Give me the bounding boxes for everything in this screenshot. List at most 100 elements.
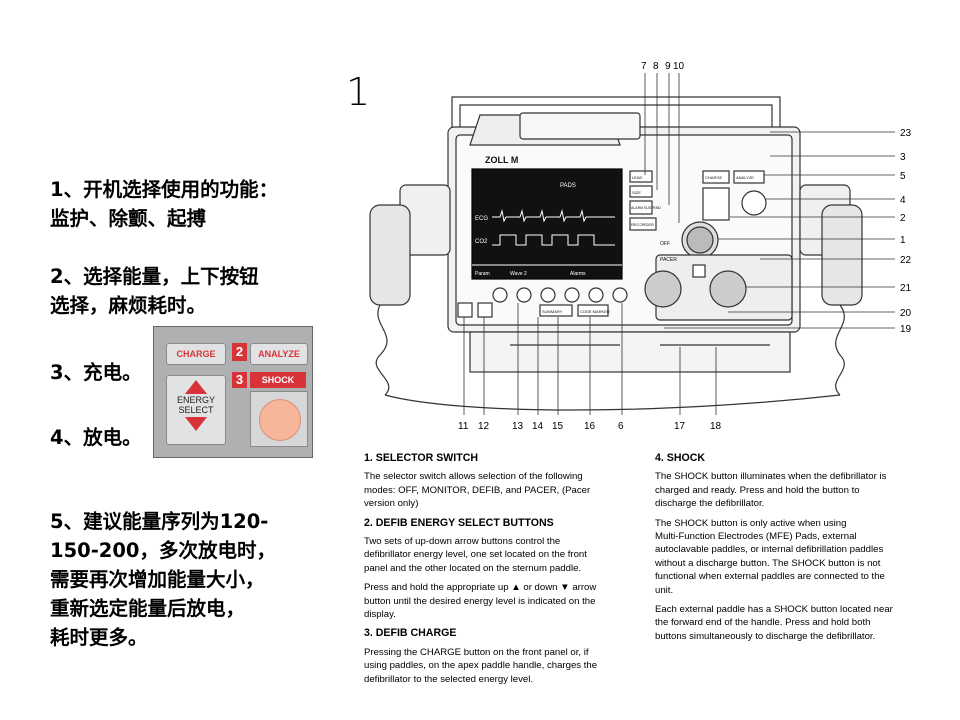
s4-line-3: discharge the defibrillator.	[655, 498, 765, 510]
energy-select-label-2: SELECT	[178, 405, 214, 415]
screen-wave-label: Wave 2	[510, 271, 527, 277]
note-2-line-1: 2、选择能量，上下按钮	[50, 265, 259, 288]
btn-charge: CHARGE	[705, 175, 722, 180]
s3-line-3: defibrillator to the selected energy lev…	[364, 673, 534, 685]
s4c-line-1: Each external paddle has a SHOCK button …	[655, 604, 893, 616]
callout-8: 8	[653, 61, 659, 72]
section-1-title: 1. SELECTOR SWITCH	[364, 452, 478, 464]
s2-line-1: Two sets of up-down arrow buttons contro…	[364, 536, 561, 548]
charge-button[interactable]: CHARGE	[166, 343, 226, 365]
callout-10: 10	[673, 61, 685, 72]
s4b-line-4: without a discharge button. The SHOCK bu…	[655, 557, 881, 569]
note-5-line-1: 5、建议能量序列为120-	[50, 510, 269, 533]
control-panel-photo: CHARGE 2 ANALYZE 3 SHOCK ENERGY SELECT	[153, 326, 313, 458]
callout-4: 4	[900, 195, 906, 206]
callout-7: 7	[641, 61, 647, 72]
callout-15: 15	[552, 421, 564, 432]
shock-button-frame	[250, 391, 308, 447]
note-1: 1、开机选择使用的功能： 监护、除颤、起搏	[50, 175, 340, 233]
callout-19: 19	[900, 324, 912, 335]
pads-label: PADS	[560, 183, 576, 189]
callout-1: 1	[900, 235, 906, 246]
section-4-body-3: Each external paddle has a SHOCK button …	[655, 603, 940, 643]
section-2-title: 2. DEFIB ENERGY SELECT BUTTONS	[364, 516, 554, 529]
s4b-line-6: unit.	[655, 584, 674, 596]
screen-alarm-label: Alarms	[570, 271, 586, 277]
note-5-line-5: 耗时更多。	[50, 626, 148, 649]
callout-11: 11	[458, 421, 469, 432]
energy-select-button[interactable]: ENERGY SELECT	[166, 375, 226, 445]
note-1-line-1: 1、开机选择使用的功能：	[50, 178, 279, 201]
note-5-line-3: 需要再次增加能量大小，	[50, 568, 265, 591]
energy-down-arrow-icon	[185, 417, 207, 431]
analyze-button[interactable]: ANALYZE	[250, 343, 308, 365]
callout-21: 21	[900, 283, 912, 294]
s4c-line-3: buttons simultaneously to discharge the …	[655, 630, 876, 642]
s4-line-1: The SHOCK button illuminates when the de…	[655, 471, 887, 483]
btn-recorder: RECORDER	[631, 222, 654, 227]
btn-summary: SUMMARY	[542, 309, 563, 314]
defibrillator-diagram: ZOLL M ECG CO2 Param Wave 2 Alarms PADS …	[369, 61, 912, 432]
slide-number: 1	[346, 70, 371, 114]
s1-line-3: version only)	[364, 498, 419, 510]
note-1-line-2: 监护、除颤、起搏	[50, 207, 207, 230]
callout-23: 23	[900, 128, 912, 139]
btn-lead: LEAD	[632, 175, 643, 180]
screen-param-label: Param	[475, 271, 490, 277]
callout-16: 16	[584, 421, 596, 432]
section-3-title: 3. DEFIB CHARGE	[364, 627, 457, 640]
s4b-line-1: The SHOCK button is only active when usi…	[655, 517, 847, 529]
note-5-line-4: 重新选定能量后放电，	[50, 597, 246, 620]
note-4: 4、放电。	[50, 426, 142, 449]
s4b-line-2: Multi-Function Electrodes (MFE) Pads, ex…	[655, 531, 857, 543]
callout-13: 13	[512, 421, 524, 432]
s2-line-3: panel and the other located on the stern…	[364, 562, 582, 574]
note-5-line-2: 150-200，多次放电时，	[50, 539, 277, 562]
s4b-line-5: functional when external paddles are con…	[655, 571, 885, 583]
s3-line-2: using paddles, on the apex paddle handle…	[364, 660, 598, 672]
note-3: 3、充电。	[50, 361, 142, 384]
energy-up-arrow-icon	[185, 380, 207, 394]
callout-22: 22	[900, 255, 912, 266]
section-3-body: Pressing the CHARGE button on the front …	[364, 646, 636, 686]
energy-select-label-1: ENERGY	[176, 395, 215, 405]
s3-line-1: Pressing the CHARGE button on the front …	[364, 646, 589, 658]
step-2-tag: 2	[232, 343, 247, 361]
note-2: 2、选择能量，上下按钮 选择，麻烦耗时。	[50, 262, 320, 320]
brand-label: ZOLL M	[485, 155, 518, 165]
callout-3: 3	[900, 152, 906, 163]
callout-6: 6	[618, 421, 624, 432]
section-4-title: 4. SHOCK	[655, 452, 706, 464]
shock-button[interactable]	[259, 399, 301, 441]
callout-17: 17	[674, 421, 686, 432]
co2-label: CO2	[475, 239, 488, 245]
s2b-line-1: Press and hold the appropriate up ▲ or d…	[364, 582, 597, 594]
s4-line-2: charged and ready. Press and hold the bu…	[655, 484, 860, 496]
btn-code: CODE MARKER	[580, 309, 610, 314]
section-2-body-2: Press and hold the appropriate up ▲ or d…	[364, 581, 636, 621]
s2-line-2: defibrillator energy level, one set loca…	[364, 549, 587, 561]
s1-line-1: The selector switch allows selection of …	[364, 471, 583, 483]
note-2-line-2: 选择，麻烦耗时。	[50, 294, 207, 317]
s1-line-2: modes: OFF, MONITOR, DEFIB, and PACER, (…	[364, 484, 591, 496]
s2b-line-3: display.	[364, 609, 396, 621]
shock-label: SHOCK	[250, 372, 306, 388]
section-1-body: The selector switch allows selection of …	[364, 470, 636, 510]
ecg-label: ECG	[475, 216, 488, 222]
manual-column-right: 4. SHOCK The SHOCK button illuminates wh…	[655, 452, 940, 649]
callout-12: 12	[478, 421, 490, 432]
btn-alarm: ALARM SUSPEND	[631, 206, 661, 210]
s2b-line-2: button until the desired energy level is…	[364, 595, 596, 607]
section-4-body: The SHOCK button illuminates when the de…	[655, 470, 940, 510]
callout-2: 2	[900, 213, 906, 224]
btn-size: SIZE	[632, 190, 641, 195]
s4b-line-3: autoclavable paddles, or internal defibr…	[655, 544, 884, 556]
sel-pacer: PACER	[660, 257, 677, 263]
section-4-body-2: The SHOCK button is only active when usi…	[655, 517, 940, 597]
callout-18: 18	[710, 421, 722, 432]
step-3-tag: 3	[232, 372, 247, 388]
section-2-body: Two sets of up-down arrow buttons contro…	[364, 535, 636, 575]
callout-14: 14	[532, 421, 544, 432]
s4c-line-2: the forward end of the handle. Press and…	[655, 617, 871, 629]
sel-off: OFF	[660, 241, 670, 247]
